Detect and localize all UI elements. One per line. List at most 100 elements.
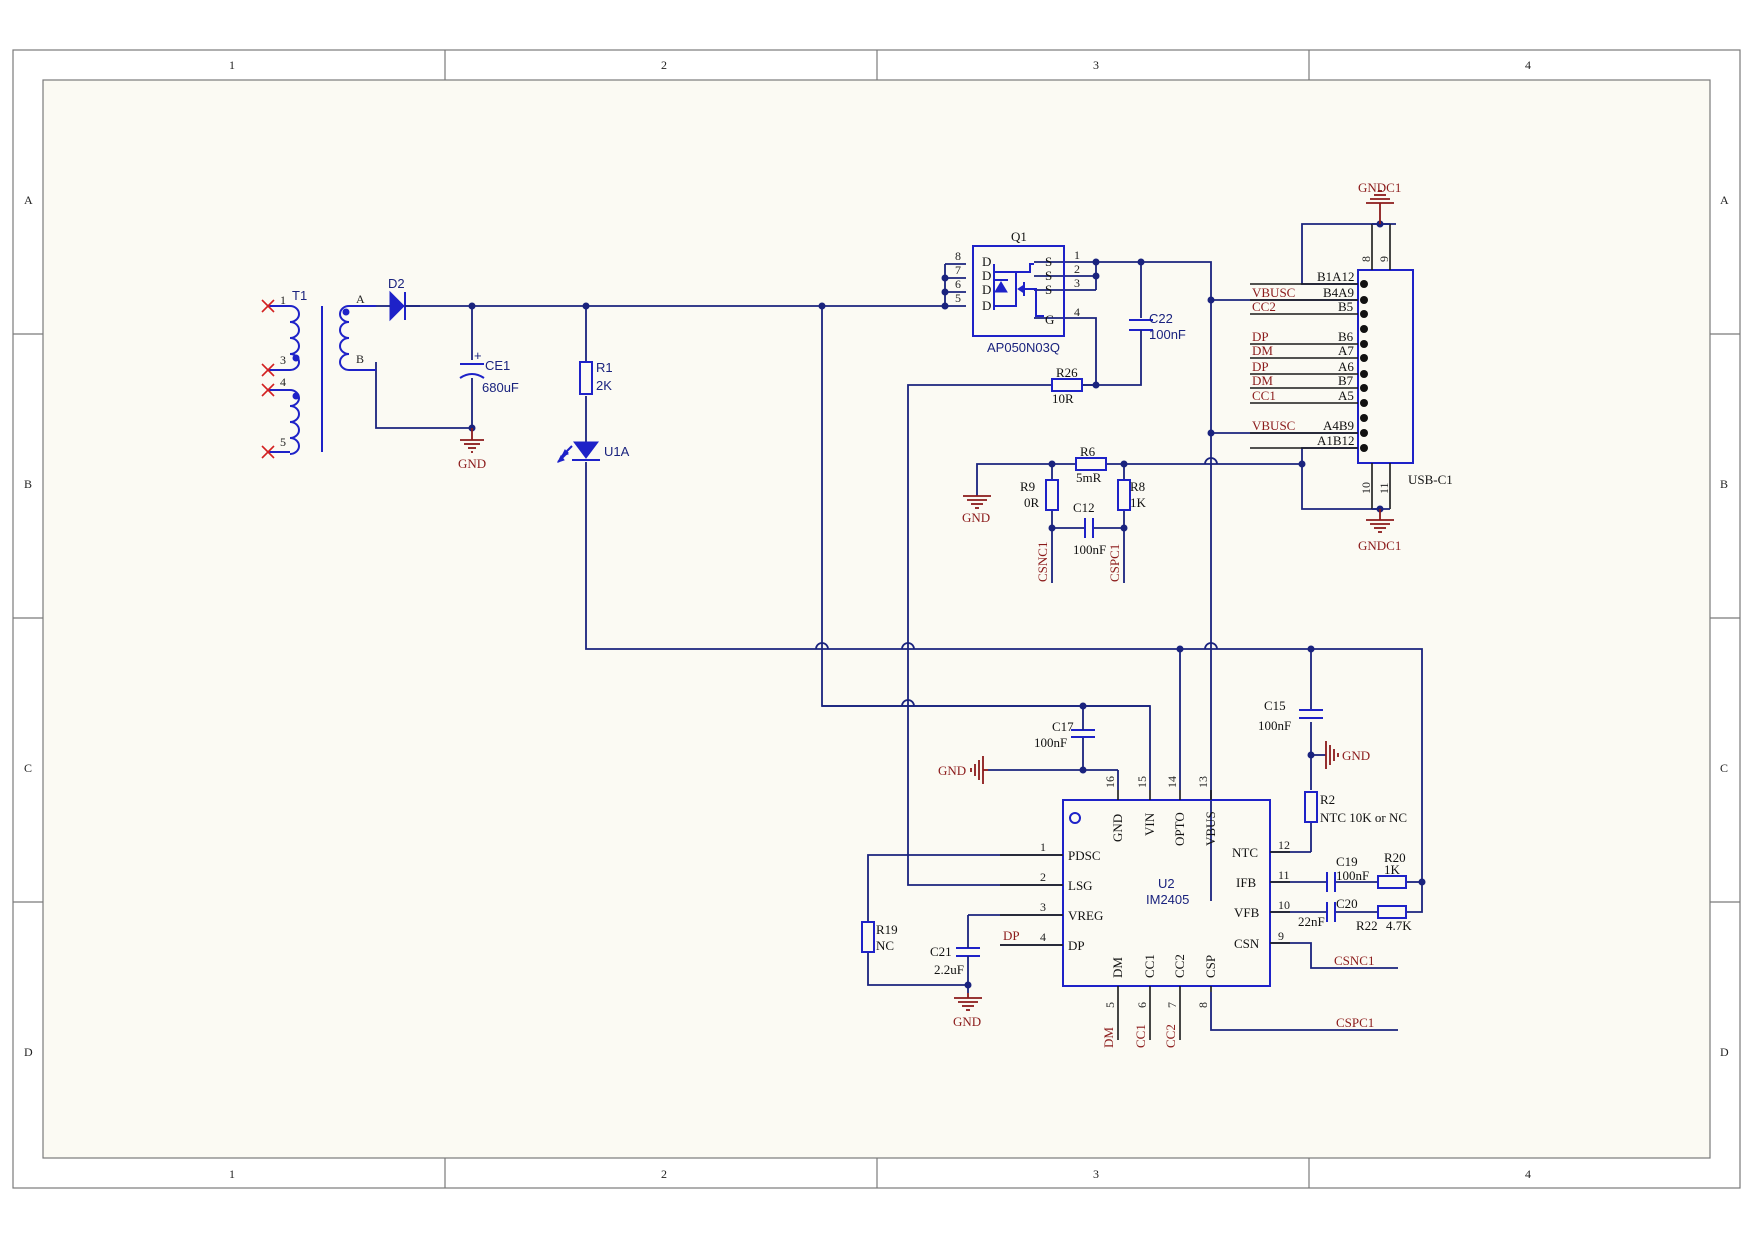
net-label-csnc1: CSNC1: [1334, 953, 1374, 968]
resistor-r6[interactable]: R6 5mR: [1075, 444, 1107, 485]
junction-dots: [468, 220, 1426, 989]
c20-ref: C20: [1336, 896, 1358, 911]
u2-pin-name: CSP: [1203, 955, 1218, 978]
u2-pin-name: VREG: [1068, 908, 1103, 923]
c21-ref: C21: [930, 944, 952, 959]
r19-ref: R19: [876, 922, 898, 937]
u2-pin-name: NTC: [1232, 845, 1258, 860]
usbc-pins: B1A12 B4A9 B5 B6 A7 A6 B7 A5 A4B9 A1B12 …: [1250, 269, 1368, 452]
u2-pin-name: CSN: [1234, 936, 1260, 951]
q1-s: S: [1045, 282, 1052, 297]
resistor-r2[interactable]: R2 NTC 10K or NC: [1304, 791, 1407, 825]
gnd-label: GND: [962, 510, 990, 525]
q1-g: G: [1045, 312, 1054, 327]
capacitor-c12[interactable]: C12 100nF: [1073, 500, 1106, 557]
u2-pin-num: 14: [1165, 776, 1179, 788]
usbc-pin-num: 10: [1359, 482, 1373, 494]
r1-value: 2K: [596, 378, 612, 393]
q1-s: S: [1045, 268, 1052, 283]
r8-value: 1K: [1130, 495, 1147, 510]
u1a-ref: U1A: [604, 444, 630, 459]
c22-ref: C22: [1149, 311, 1173, 326]
col-label-top: 3: [1093, 58, 1099, 72]
net-label-cc1: CC1: [1133, 1024, 1148, 1048]
usbc-pin-label: A1B12: [1317, 433, 1355, 448]
optocoupler-u1a[interactable]: U1A: [557, 441, 630, 463]
t1-sec-a: A: [356, 292, 365, 306]
u2-pin-num: 5: [1103, 1002, 1117, 1008]
resistor-r1[interactable]: R1 2K: [579, 360, 613, 395]
usbc-ref: USB-C1: [1408, 472, 1453, 487]
r22-ref: R22: [1356, 918, 1378, 933]
q1-ref: Q1: [1011, 229, 1027, 244]
q1-pin: 5: [955, 291, 961, 305]
col-label-top: 4: [1525, 58, 1531, 72]
c21-value: 2.2uF: [934, 962, 964, 977]
u2-pin-name: CC2: [1172, 954, 1187, 978]
q1-s: S: [1045, 254, 1052, 269]
q1-pin: 1: [1074, 248, 1080, 262]
capacitor-c21[interactable]: C21 2.2uF: [930, 940, 980, 977]
gndc1-label: GNDC1: [1358, 538, 1401, 553]
q1-d: D: [982, 282, 991, 297]
r20-ref: R20: [1384, 850, 1406, 865]
t1-pin: 3: [280, 353, 286, 367]
resistor-r9[interactable]: R9 0R: [1020, 479, 1059, 511]
u2-pin-num: 4: [1040, 930, 1046, 944]
capacitor-c15[interactable]: C15 100nF: [1258, 698, 1323, 733]
t1-sec-b: B: [356, 352, 364, 366]
c17-ref: C17: [1052, 719, 1074, 734]
diode-d2[interactable]: D2: [376, 276, 420, 322]
t1-pin: 5: [280, 435, 286, 449]
connector-usbc1[interactable]: 8 9 10 11 USB-C1 B1: [1250, 223, 1453, 510]
u2-pin-num: 10: [1278, 898, 1290, 912]
transformer-t1[interactable]: T1 1 3 4 5 A B: [261, 288, 376, 459]
capacitor-c17[interactable]: C17 100nF: [1034, 719, 1095, 750]
q1-pin: 4: [1074, 305, 1080, 319]
usbc-pin-num: 9: [1377, 256, 1391, 262]
usbc-net-label: CC1: [1252, 388, 1276, 403]
u2-pin-num: 8: [1196, 1002, 1210, 1008]
capacitor-c22[interactable]: C22 100nF: [1129, 311, 1186, 342]
resistor-r20[interactable]: R20 1K: [1377, 850, 1407, 889]
c19-value: 100nF: [1336, 868, 1369, 883]
gndc1-symbol-bottom: GNDC1: [1358, 509, 1401, 553]
r6-value: 5mR: [1076, 470, 1102, 485]
col-label-top: 2: [661, 58, 667, 72]
u2-pin-num: 6: [1135, 1002, 1149, 1008]
r8-ref: R8: [1130, 479, 1145, 494]
capacitor-c19[interactable]: C19 100nF: [1326, 854, 1369, 892]
resistor-r19[interactable]: R19 NC: [861, 921, 898, 953]
usbc-net-label: DP: [1252, 359, 1269, 374]
ic-u2[interactable]: U2 IM2405 GND VIN OPTO VBUS 16 15 14 13 …: [1000, 776, 1290, 1040]
r9-ref: R9: [1020, 479, 1035, 494]
gnd-label: GND: [953, 1014, 981, 1029]
r6-ref: R6: [1080, 444, 1096, 459]
u2-pin-name: CC1: [1142, 954, 1157, 978]
mosfet-q1[interactable]: Q1 AP050N03Q 8 7 6 5 D D D D S S S G 1 2…: [955, 229, 1080, 355]
usbc-pin-label: A7: [1338, 343, 1354, 358]
row-label-right: B: [1720, 477, 1728, 491]
q1-pin: 2: [1074, 262, 1080, 276]
capacitor-c20[interactable]: C20 22nF: [1298, 896, 1358, 929]
capacitor-ce1[interactable]: + CE1 680uF: [459, 348, 519, 395]
resistor-r8[interactable]: R8 1K: [1117, 479, 1147, 511]
resistor-r22[interactable]: R22 4.7K: [1356, 905, 1412, 933]
q1-pin: 7: [955, 263, 961, 277]
u2-pin-num: 15: [1135, 776, 1149, 788]
u2-pin-num: 2: [1040, 870, 1046, 884]
c15-value: 100nF: [1258, 718, 1291, 733]
q1-d: D: [982, 298, 991, 313]
col-label-bottom: 1: [229, 1167, 235, 1181]
c19-ref: C19: [1336, 854, 1358, 869]
col-label-bottom: 2: [661, 1167, 667, 1181]
resistor-r26[interactable]: R26 10R: [1051, 365, 1083, 406]
q1-d: D: [982, 254, 991, 269]
t1-pin: 4: [280, 375, 286, 389]
u2-pin-name: VIN: [1142, 812, 1157, 836]
gnd-symbol: GND: [962, 495, 991, 525]
gnd-symbol: GND: [458, 428, 486, 471]
r19-value: NC: [876, 938, 894, 953]
